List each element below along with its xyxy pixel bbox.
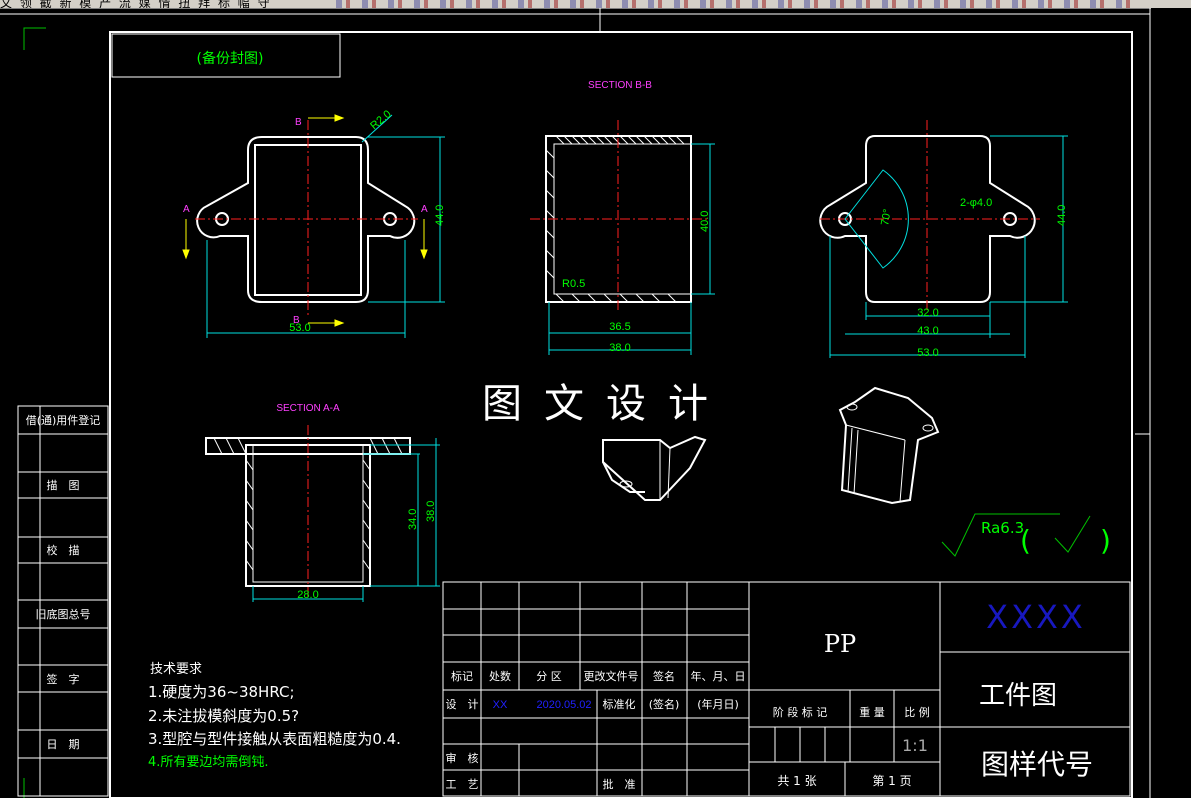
right-view[interactable]: 70° 2-φ4.0 44.0 32.0 43.0 53.0 bbox=[819, 120, 1068, 359]
left-label-3: 校 描 bbox=[47, 543, 80, 557]
roughness-symbol: Ra6.3 ( ) bbox=[941, 513, 1111, 557]
section-aa-hatch bbox=[213, 437, 403, 571]
front-dim-height: 44.0 bbox=[434, 205, 446, 226]
left-label-2: 描 图 bbox=[47, 478, 80, 492]
cad-toolbar: 文 领 截 新 模 产 流 媒 情 扭 拜 标 幅 守 bbox=[0, 0, 1191, 9]
tb-process: 工 艺 bbox=[446, 778, 479, 791]
left-label-6: 日 期 bbox=[47, 738, 80, 751]
notes-line-2: 2.未注拔模斜度为0.5? bbox=[148, 707, 299, 725]
tb-approve: 批 准 bbox=[603, 777, 636, 791]
tb-design-date: 2020.05.02 bbox=[536, 699, 591, 711]
iso-view-1[interactable] bbox=[602, 435, 707, 501]
stamp-box: (备份封图) bbox=[111, 33, 341, 78]
right-dim-height: 44.0 bbox=[1056, 205, 1068, 226]
tb-material: PP bbox=[824, 630, 856, 658]
tb-date-label: (年月日) bbox=[697, 697, 739, 711]
section-bb-dim-radius: R0.5 bbox=[562, 278, 585, 290]
roughness-value: Ra6.3 bbox=[981, 519, 1024, 537]
toolbar-text: 文 领 截 新 模 产 流 媒 情 扭 拜 标 幅 守 bbox=[0, 0, 272, 9]
left-column: 借(通)用件登记 描 图 校 描 旧底图总号 签 字 日 期 bbox=[17, 405, 109, 797]
technical-notes: 技术要求 1.硬度为36~38HRC; 2.未注拔模斜度为0.5? 3.型腔与型… bbox=[148, 662, 401, 770]
front-view[interactable]: B B A A 53.0 44.0 R2.0 bbox=[182, 108, 446, 338]
tb-design-label: 设 计 bbox=[446, 698, 479, 711]
sheet-border bbox=[0, 8, 1151, 798]
section-bb-hatch bbox=[545, 135, 685, 303]
right-dim-angle: 70° bbox=[879, 208, 894, 226]
notes-line-3: 3.型腔与型件接触从表面粗糙度为0.4. bbox=[148, 730, 401, 748]
roughness-paren-open: ( bbox=[1020, 524, 1031, 557]
tb-company: XXXX bbox=[986, 598, 1086, 636]
right-dim-w3: 53.0 bbox=[917, 347, 938, 359]
left-label-4: 旧底图总号 bbox=[36, 607, 91, 621]
tb-header-5: 签名 bbox=[653, 669, 675, 683]
section-aa-title: SECTION A-A bbox=[276, 403, 340, 414]
tb-header-3: 分 区 bbox=[536, 670, 562, 683]
notes-line-4: 4.所有要边均需倒钝. bbox=[148, 755, 269, 770]
tb-drawing-name: 工件图 bbox=[979, 681, 1057, 711]
right-panel bbox=[1151, 8, 1191, 798]
tb-drawing-code: 图样代号 bbox=[981, 748, 1093, 781]
section-aa-dim-w: 28.0 bbox=[297, 589, 318, 601]
tb-sign-label: (签名) bbox=[649, 697, 680, 711]
tb-scale: 1:1 bbox=[902, 736, 928, 755]
right-dim-w2: 43.0 bbox=[917, 325, 938, 337]
front-b-mark-bottom: B bbox=[293, 315, 300, 326]
iso-view-2[interactable] bbox=[838, 386, 940, 505]
tb-page: 第 1 页 bbox=[872, 774, 911, 788]
tb-std-label: 标准化 bbox=[603, 697, 636, 711]
tb-header-4: 更改文件号 bbox=[584, 669, 639, 683]
tb-weight-header: 重 量 bbox=[859, 705, 885, 719]
tb-design-name: XX bbox=[493, 699, 508, 711]
notes-line-1: 1.硬度为36~38HRC; bbox=[148, 683, 295, 701]
watermark: 图文设计 bbox=[482, 381, 730, 427]
tb-header-1: 标记 bbox=[451, 669, 473, 683]
front-a-mark-left: A bbox=[183, 204, 190, 215]
front-b-mark-top: B bbox=[295, 117, 302, 128]
title-block: 标记 处数 分 区 更改文件号 签名 年、月、日 设 计 XX 2020.05.… bbox=[442, 581, 1131, 797]
front-dim-radius: R2.0 bbox=[368, 108, 394, 132]
stamp-label: (备份封图) bbox=[197, 50, 264, 67]
section-bb-dim-w2: 38.0 bbox=[609, 342, 630, 354]
section-aa-dim-h2: 38.0 bbox=[425, 501, 437, 522]
toolbar-icons[interactable] bbox=[330, 0, 1130, 8]
section-aa-dim-h1: 34.0 bbox=[407, 509, 419, 530]
left-label-5: 签 字 bbox=[47, 672, 80, 686]
notes-title: 技术要求 bbox=[150, 662, 202, 677]
left-label-1: 借(通)用件登记 bbox=[26, 413, 101, 427]
front-a-mark-right: A bbox=[421, 204, 428, 215]
section-aa-view[interactable]: SECTION A-A 34.0 38.0 28.0 bbox=[205, 403, 440, 602]
tb-header-6: 年、月、日 bbox=[691, 669, 746, 683]
tb-scale-header: 比 例 bbox=[904, 705, 930, 719]
section-bb-dim-height: 40.0 bbox=[699, 211, 711, 232]
tb-review: 审 核 bbox=[446, 751, 479, 765]
tb-header-2: 处数 bbox=[489, 670, 511, 683]
tb-sheets: 共 1 张 bbox=[777, 774, 816, 788]
section-bb-title: SECTION B-B bbox=[588, 80, 652, 91]
right-dim-w1: 32.0 bbox=[917, 307, 938, 319]
tb-stage-header: 阶 段 标 记 bbox=[773, 705, 828, 719]
roughness-paren-close: ) bbox=[1100, 524, 1111, 557]
section-bb-view[interactable]: SECTION B-B 40.0 R0.5 36.5 38.0 bbox=[530, 80, 715, 355]
right-dim-hole: 2-φ4.0 bbox=[960, 197, 992, 209]
front-dim-width: 53.0 bbox=[289, 322, 310, 334]
section-bb-dim-w1: 36.5 bbox=[609, 321, 630, 333]
